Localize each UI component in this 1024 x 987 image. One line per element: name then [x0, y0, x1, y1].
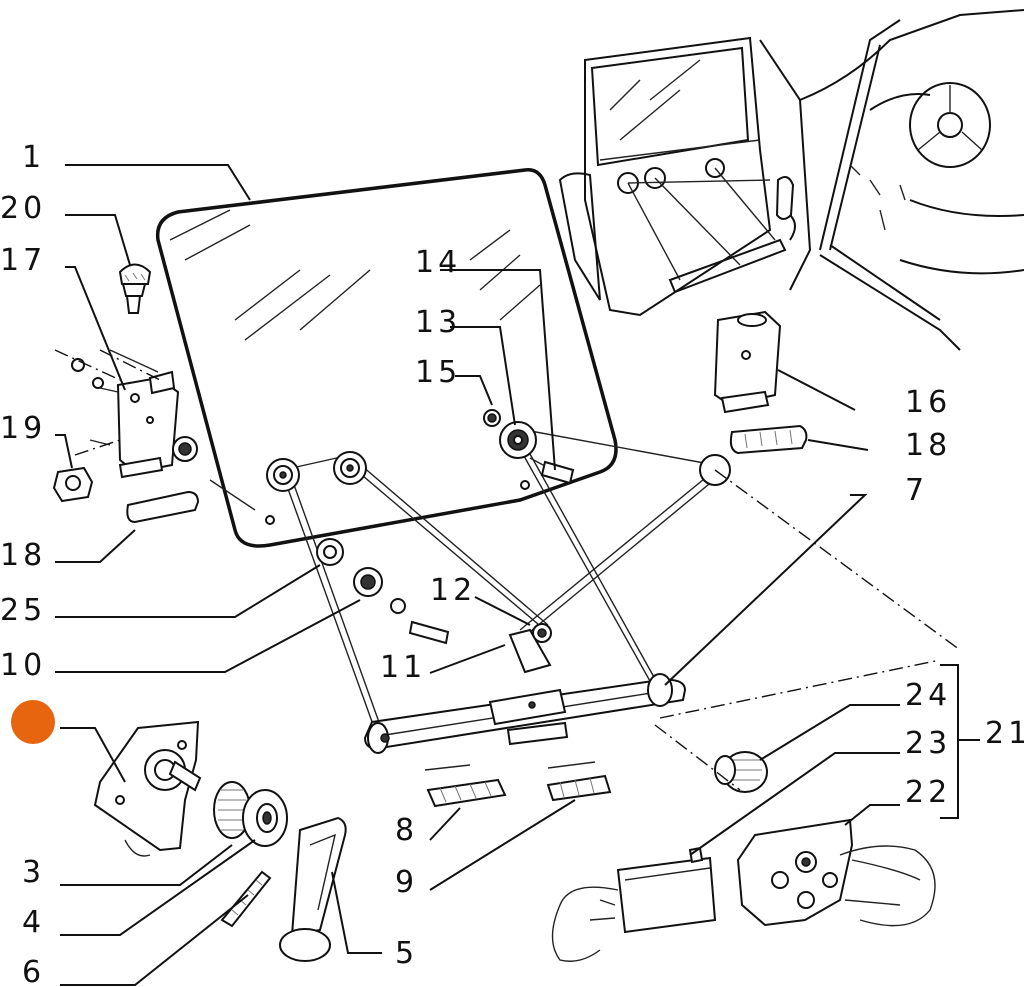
label-part-25: 25 — [0, 593, 46, 628]
label-part-1: 1 — [22, 140, 45, 175]
motor-gear-unit — [736, 818, 936, 927]
label-part-17: 17 — [0, 243, 46, 278]
window-glass — [155, 168, 618, 548]
label-part-14: 14 — [415, 245, 461, 280]
label-part-8: 8 — [395, 813, 418, 848]
bracket-group-left — [52, 263, 200, 524]
pulley-right — [499, 421, 537, 459]
motor — [551, 846, 717, 962]
label-part-18-left: 18 — [0, 538, 46, 573]
pulley-upper-middle — [333, 451, 367, 485]
label-part-16: 16 — [905, 385, 951, 420]
manual-crank-group — [93, 720, 347, 962]
label-part-12: 12 — [430, 573, 476, 608]
label-part-18-right: 18 — [905, 428, 951, 463]
bracket-group-right — [713, 310, 808, 455]
cable-clip — [508, 628, 552, 674]
leader-lines — [55, 164, 980, 986]
label-part-6: 6 — [22, 955, 45, 987]
label-part-13: 13 — [415, 305, 461, 340]
label-part-5: 5 — [395, 936, 418, 971]
car-door-vignette — [558, 9, 1024, 351]
label-part-4: 4 — [22, 905, 45, 940]
label-part-23: 23 — [905, 726, 951, 761]
label-part-10: 10 — [0, 648, 46, 683]
pulley-upper-left — [266, 458, 300, 492]
connector — [714, 751, 768, 793]
bushing — [242, 789, 288, 847]
label-part-15: 15 — [415, 355, 461, 390]
label-part-22: 22 — [905, 775, 951, 810]
pad-left — [426, 778, 507, 808]
regulator-mechanism — [266, 409, 731, 808]
highlight-marker — [11, 700, 55, 744]
crank-handle — [279, 816, 347, 962]
part-number-labels: 1 20 17 19 18 25 10 3 4 6 5 8 9 14 13 15… — [0, 140, 1024, 987]
label-part-21: 21 — [985, 716, 1024, 751]
label-part-3: 3 — [22, 855, 45, 890]
seal-strip-left — [126, 490, 200, 524]
label-part-20: 20 — [0, 191, 46, 226]
bolt — [408, 620, 450, 645]
label-part-9: 9 — [395, 865, 418, 900]
label-part-7: 7 — [905, 473, 928, 508]
seal-strip-right — [729, 424, 808, 455]
electric-kit-group — [551, 751, 936, 962]
label-part-11: 11 — [380, 650, 426, 685]
label-part-24: 24 — [905, 678, 951, 713]
centre-lines — [54, 349, 961, 791]
pad-right — [546, 774, 612, 802]
label-part-19: 19 — [0, 411, 46, 446]
screw — [220, 870, 272, 928]
